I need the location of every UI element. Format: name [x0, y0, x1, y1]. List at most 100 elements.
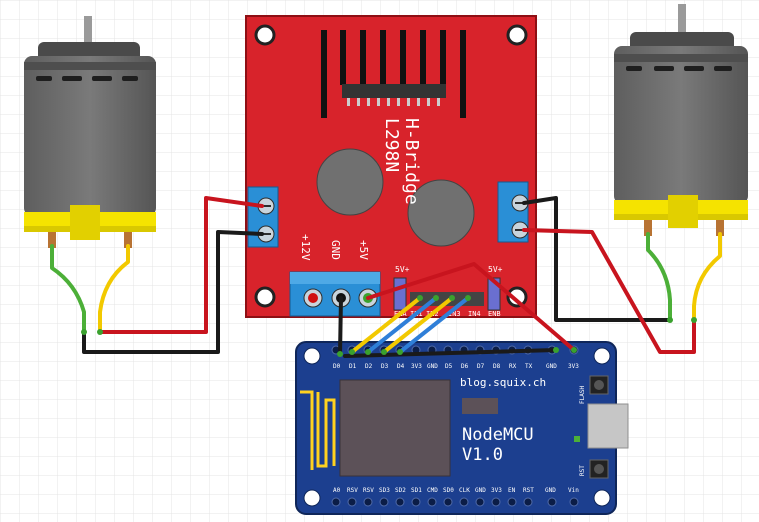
top-pin-d3: D3: [381, 363, 389, 370]
heatsink-icon: [321, 30, 466, 118]
right-motor-terminal-b: [716, 220, 724, 236]
jumper-label-left: 5V+: [395, 265, 410, 274]
reset-button-cap: [594, 464, 604, 474]
wire-motor-a-black: [82, 230, 264, 354]
left-motor-terminal-a: [48, 232, 56, 248]
mcu-title: NodeMCU: [462, 425, 534, 445]
nodemcu-holes: [303, 347, 611, 507]
jumper-label-right: 5V+: [488, 265, 503, 274]
wire-left-motor-green: [50, 244, 86, 334]
antenna-icon: [300, 390, 336, 470]
motor-a-terminal: [247, 186, 279, 248]
top-pin-gnd: GND: [427, 363, 438, 370]
right-motor-stripe: [614, 54, 748, 62]
capacitor-left: [316, 148, 384, 216]
label-5v: +5V: [357, 240, 370, 260]
pin-label-in3: IN3: [448, 310, 461, 318]
left-motor-stripe: [24, 62, 156, 70]
left-motor-slots: [36, 76, 138, 81]
bottom-pin-sd0: SD0: [443, 487, 454, 494]
top-pin-tx: TX: [525, 363, 533, 370]
left-motor-terminal-b: [124, 232, 132, 248]
wire-motor-b-black: [522, 196, 672, 322]
wire-gnd-black: [338, 296, 343, 356]
bottom-pin-rst: RST: [523, 487, 534, 494]
top-pin-d4: D4: [397, 363, 405, 370]
wire-left-motor-yellow: [98, 244, 130, 334]
mounting-holes: [254, 24, 528, 308]
l298n-title: L298N: [381, 118, 402, 172]
right-motor-terminal-a: [644, 220, 652, 236]
top-pin-labels: D0 D1 D2 D3 D4 3V3 GND D5 D6 D7 D8 RX TX…: [333, 363, 579, 370]
top-pin-d7: D7: [477, 363, 485, 370]
top-pin-d8: D8: [493, 363, 501, 370]
bottom-pin-rsv: RSV: [347, 487, 358, 494]
reset-label: RST: [579, 465, 586, 476]
l298n-subtitle: H-Bridge: [401, 118, 422, 205]
right-motor-body: [614, 46, 748, 204]
right-motor-slots: [626, 66, 732, 71]
bottom-pin-sd3: SD3: [379, 487, 390, 494]
top-pin-rx: RX: [509, 363, 517, 370]
bottom-pin-cmd: CMD: [427, 487, 438, 494]
right-motor-bracket: [668, 195, 698, 228]
wire-in4-blue: [398, 296, 470, 354]
wire-in2-blue: [366, 296, 438, 354]
right-motor: [614, 4, 748, 236]
wire-endpoints: [81, 295, 697, 357]
wire-right-motor-yellow: [692, 232, 722, 322]
pin-label-in4: IN4: [468, 310, 481, 318]
led-green: [574, 436, 580, 442]
flash-label: FLASH: [579, 386, 586, 404]
label-12v: +12V: [299, 234, 312, 261]
mcu-chip: [462, 398, 498, 414]
bottom-pin-clk: CLK: [459, 487, 470, 494]
wire-motor-b-red: [522, 228, 696, 354]
capacitor-right: [407, 179, 475, 247]
bottom-pin-gnd2: GND: [545, 487, 556, 494]
bottom-pin-rsv2: RSV: [363, 487, 374, 494]
wire-5v-red: [366, 262, 576, 352]
wire-in1-yellow: [350, 296, 422, 354]
bottom-pin-vin: Vin: [568, 487, 579, 494]
bottom-pin-gnd: GND: [475, 487, 486, 494]
wire-gnd-to-mcu-black: [343, 348, 558, 358]
motor-b-terminal: [497, 181, 529, 243]
flash-button-cap: [594, 380, 604, 390]
wires: [50, 196, 722, 358]
power-terminal: [289, 271, 381, 317]
label-gnd: GND: [329, 240, 342, 260]
top-pin-gnd2: GND: [546, 363, 557, 370]
bottom-pin-row: [331, 497, 579, 507]
l298n-pcb: [245, 15, 537, 318]
left-motor-bracket: [70, 205, 100, 240]
bottom-pin-labels: A0 RSV RSV SD3 SD2 SD1 CMD SD0 CLK GND 3…: [333, 487, 579, 494]
mcu-version: V1.0: [462, 445, 503, 465]
top-pin-3v3: 3V3: [411, 363, 422, 370]
wire-right-motor-green: [646, 232, 672, 322]
esp-module: [339, 379, 451, 477]
top-pin-d6: D6: [461, 363, 469, 370]
wire-in3-yellow: [382, 296, 454, 354]
right-motor-shaft: [678, 4, 686, 36]
left-motor-body: [24, 56, 156, 216]
top-pin-d2: D2: [365, 363, 373, 370]
nodemcu-board: D0 D1 D2 D3 D4 3V3 GND D5 D6 D7 D8 RX TX…: [295, 341, 629, 515]
l298n-board: L298N H-Bridge +12V GND +5V: [245, 15, 537, 318]
left-motor-shaft: [84, 16, 92, 46]
mcu-website: blog.squix.ch: [460, 376, 546, 389]
top-pin-d0: D0: [333, 363, 341, 370]
wire-motor-a-red: [98, 196, 264, 334]
bottom-pin-3v3: 3V3: [491, 487, 502, 494]
usb-port: [587, 403, 629, 449]
pin-label-enb: ENB: [488, 310, 501, 318]
bottom-pin-a0: A0: [333, 487, 341, 494]
bottom-pin-sd2: SD2: [395, 487, 406, 494]
top-pin-d1: D1: [349, 363, 357, 370]
top-pin-3v3b: 3V3: [568, 363, 579, 370]
left-motor: [24, 16, 156, 248]
bottom-pin-sd1: SD1: [411, 487, 422, 494]
top-pin-d5: D5: [445, 363, 453, 370]
bottom-pin-en: EN: [508, 487, 516, 494]
